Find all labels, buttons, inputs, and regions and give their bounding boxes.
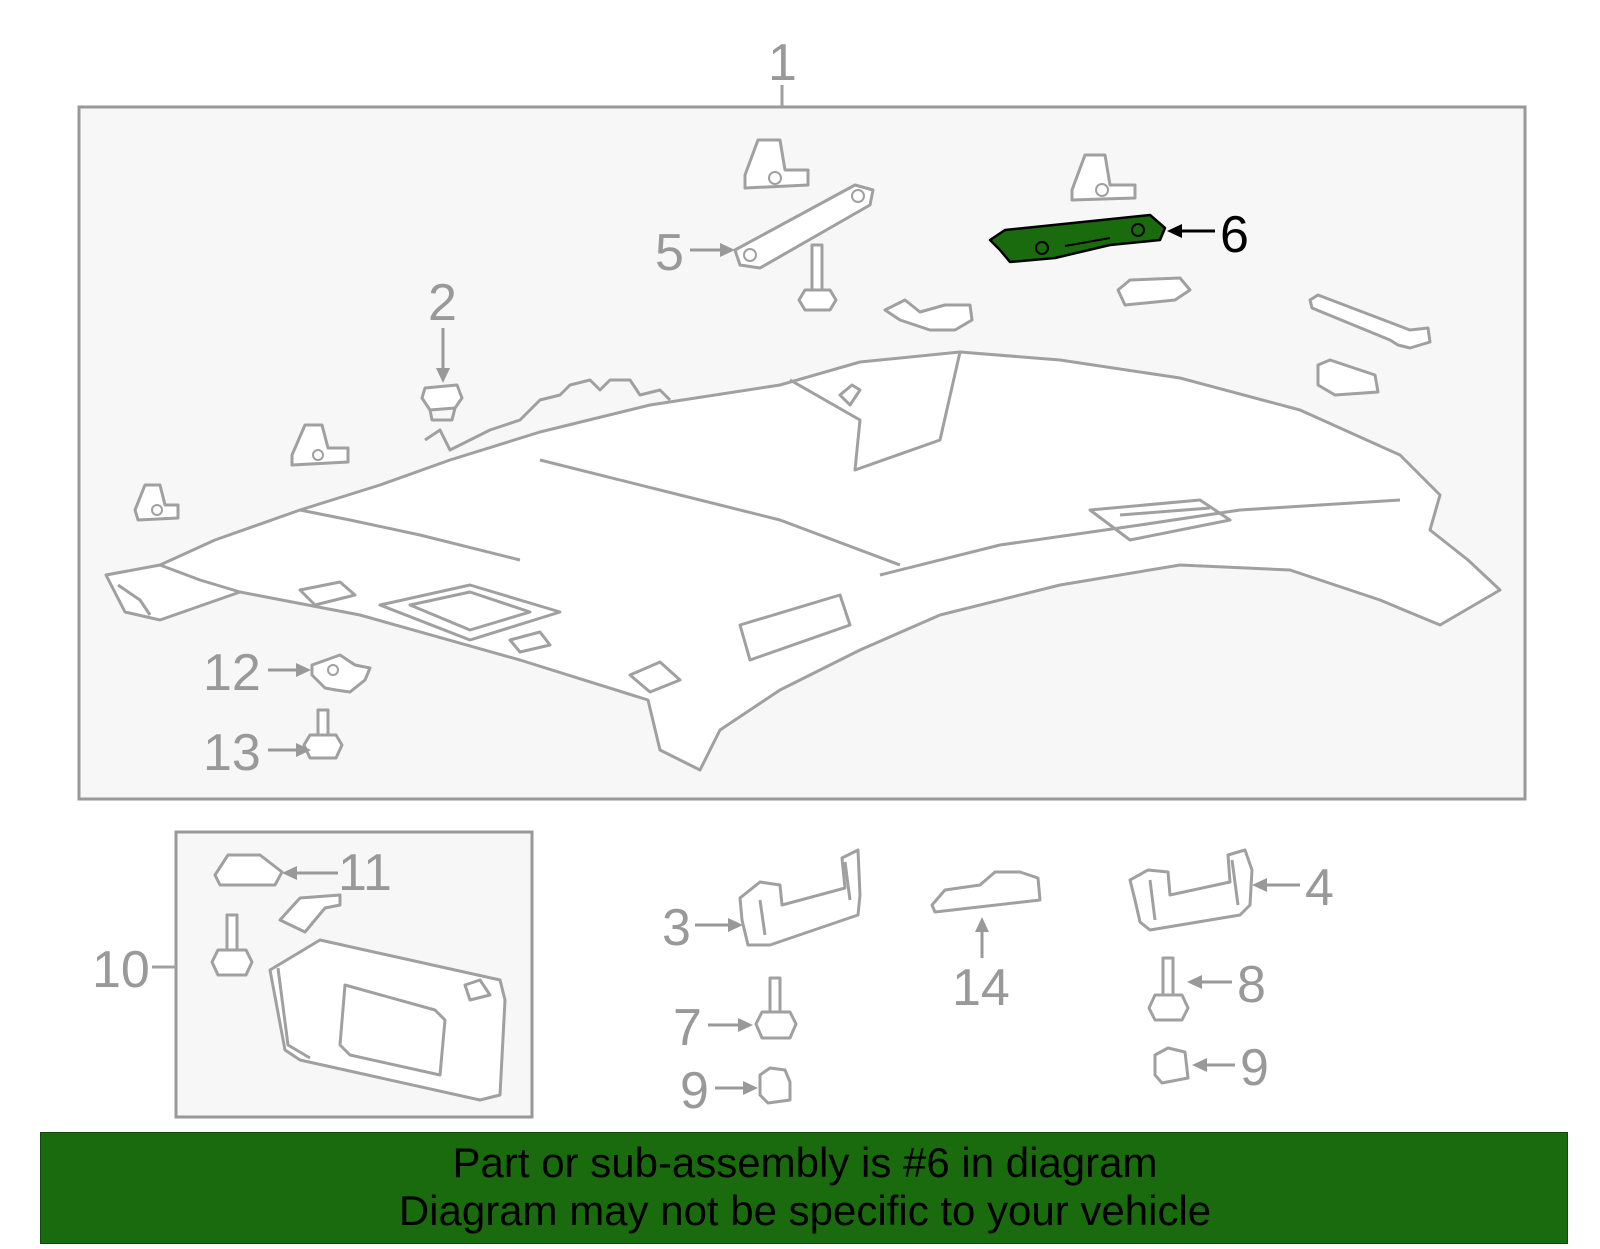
banner-line-disclaimer: Diagram may not be specific to your vehi… — [398, 1187, 1212, 1234]
part-13-bolt — [302, 708, 344, 760]
callout-1[interactable]: 1 — [768, 34, 797, 92]
part-8-bolt — [1147, 956, 1190, 1022]
trim-strip-right — [1308, 293, 1432, 350]
retainer-left-2 — [290, 423, 350, 467]
part-2-clip — [420, 383, 464, 422]
callout-14[interactable]: 14 — [952, 959, 1010, 1017]
clip-plate-2 — [1116, 276, 1192, 307]
callout-13[interactable]: 13 — [203, 724, 261, 782]
retainer-top-2 — [1070, 153, 1137, 202]
callout-2[interactable]: 2 — [428, 274, 457, 332]
part-9-cap-left — [758, 1066, 792, 1105]
part-12-clip — [310, 653, 372, 694]
retainer-left-1 — [133, 483, 180, 522]
callout-5[interactable]: 5 — [655, 224, 684, 282]
clip-right — [1316, 358, 1380, 397]
callout-12[interactable]: 12 — [203, 644, 261, 702]
callout-8[interactable]: 8 — [1237, 956, 1266, 1014]
callout-9-right[interactable]: 9 — [1240, 1039, 1269, 1097]
info-banner: Part or sub-assembly is #6 in diagram Di… — [40, 1132, 1568, 1244]
part-11-cover — [213, 853, 284, 887]
part-3-grab-handle — [738, 848, 862, 947]
bolt-top — [797, 243, 838, 312]
callout-11[interactable]: 11 — [338, 844, 392, 902]
callout-10[interactable]: 10 — [92, 941, 150, 999]
callout-6[interactable]: 6 — [1220, 206, 1249, 264]
sun-visor — [268, 893, 507, 1102]
retainer-top-1 — [743, 138, 810, 190]
part-5-bracket — [733, 183, 875, 270]
headliner-panel — [104, 350, 1502, 772]
banner-line-part-info: Part or sub-assembly is #6 in diagram — [452, 1139, 1158, 1186]
part-9-cap-right — [1153, 1046, 1190, 1085]
part-6-highlighted — [988, 213, 1167, 264]
part-4-grab-handle — [1128, 848, 1254, 932]
callout-9-left[interactable]: 9 — [680, 1062, 709, 1120]
clip-plate-1 — [883, 298, 974, 332]
callout-4[interactable]: 4 — [1305, 859, 1334, 917]
visor-bolt — [210, 913, 254, 977]
part-14-clip — [930, 870, 1042, 914]
callout-7[interactable]: 7 — [673, 999, 702, 1057]
part-7-bolt — [754, 976, 798, 1040]
callout-3[interactable]: 3 — [662, 899, 691, 957]
